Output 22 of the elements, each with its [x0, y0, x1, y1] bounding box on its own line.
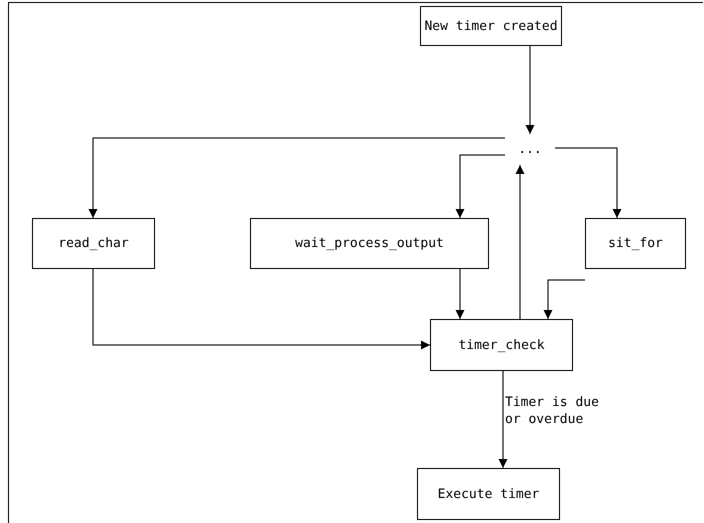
arrow [554, 148, 622, 218]
process-box [420, 6, 562, 46]
box-label: sit_for [608, 236, 663, 251]
box-label: timer_check [458, 338, 545, 352]
arrow [456, 268, 464, 320]
arrow [456, 154, 506, 218]
ellipsis-text: ... [518, 142, 542, 157]
process-box [417, 468, 560, 520]
arrow [516, 164, 524, 320]
box-label: wait_process_output [295, 236, 444, 251]
process-box [250, 218, 489, 269]
arrow [498, 370, 508, 468]
box-label: read_char [58, 236, 129, 251]
arrow [92, 268, 430, 350]
process-box [585, 218, 686, 269]
arrow [88, 138, 506, 218]
box-label: New timer created [424, 18, 558, 34]
process-box [32, 218, 155, 269]
arrow [526, 46, 534, 134]
arrow [544, 280, 586, 320]
process-box [430, 319, 573, 371]
box-label: Execute timer [438, 486, 540, 502]
